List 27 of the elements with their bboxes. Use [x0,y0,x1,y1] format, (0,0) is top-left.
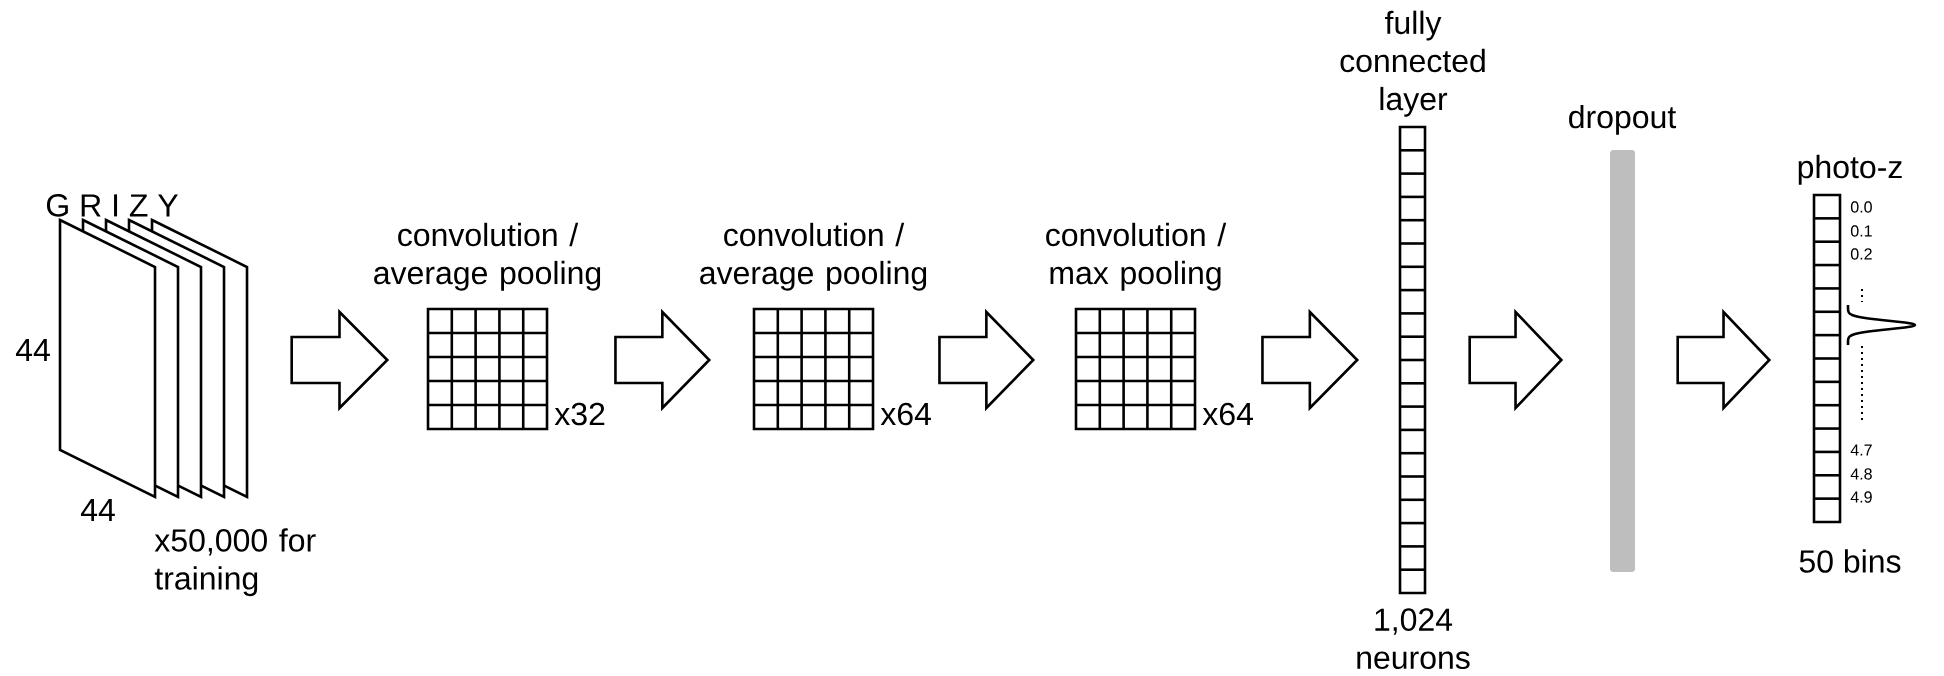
block-arrow [290,308,390,412]
block-arrow [1261,308,1360,412]
count-label: x32 [554,402,605,426]
block-arrow [938,308,1036,412]
layer-title: convolution / average pooling [700,222,927,291]
block-arrow [1676,308,1772,412]
count-label: 50 bins [1799,549,1901,573]
layer-title: dropout [1569,104,1676,135]
dimension-label: 44 [80,499,115,521]
layer-title: convolution / average pooling [374,222,601,291]
block-arrow [1468,308,1564,412]
layer-title: photo-z [1798,154,1902,185]
block-arrow [614,308,712,412]
count-label: x64 [1202,402,1253,426]
neuron-column [1398,125,1427,595]
neuron-column [1812,193,1842,524]
layer-title: fully connected layer [1340,10,1485,117]
feature-map-grid [752,307,875,431]
feature-map-grid [426,307,549,431]
dropout-bar [1610,150,1635,572]
feature-map-grid [1074,307,1197,431]
count-label: x64 [880,402,931,426]
channel-label: G R I Z Y [46,194,178,217]
count-label: x50,000 for training [154,528,316,597]
dimension-label: 44 [15,339,50,361]
count-label: 1,024 neurons [1357,608,1470,670]
layer-title: convolution / max pooling [1046,222,1227,291]
